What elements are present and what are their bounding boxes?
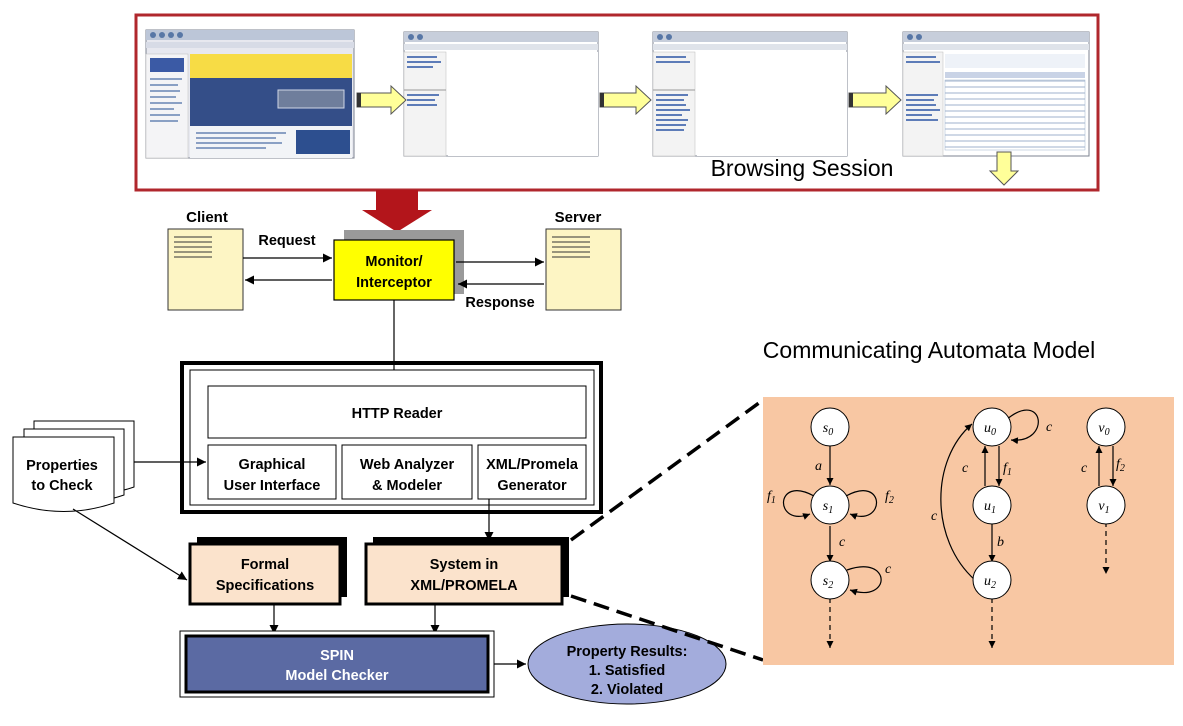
edge-label-c-s1s2: c	[839, 535, 846, 550]
http-reader-box	[207, 385, 587, 439]
state-s0	[810, 407, 850, 447]
state-u1-label: u1	[984, 499, 996, 516]
results-line2: 1. Satisfied	[589, 663, 666, 679]
red-down-arrow	[362, 190, 432, 232]
spin-line2: Model Checker	[285, 668, 388, 684]
client-computer-icon	[167, 228, 244, 311]
http-reader-label: HTTP Reader	[352, 406, 443, 422]
edge-label-f2-v: f2	[1116, 457, 1125, 474]
yellow-flow-arrows	[356, 84, 1020, 186]
client-label: Client	[186, 209, 228, 226]
state-u2	[972, 560, 1012, 600]
state-s1	[810, 485, 850, 525]
edge-label-f1-u: f1	[1003, 461, 1012, 478]
formal-specs-line1: Formal	[241, 557, 289, 573]
spin-model-checker-box: SPIN Model Checker	[179, 630, 495, 698]
yellow-arrow-2	[599, 84, 652, 116]
edge-label-a: a	[815, 459, 822, 474]
edge-label-c-v1v0: c	[1081, 461, 1088, 476]
gui-box	[207, 444, 337, 500]
spin-input-arrows	[269, 604, 440, 634]
results-line1: Property Results:	[567, 644, 688, 660]
system-xml-line2: XML/PROMELA	[410, 578, 518, 594]
callout-dashed-lines	[569, 398, 765, 662]
browsing-session: Browsing Session	[134, 13, 1100, 192]
edge-label-b: b	[997, 535, 1004, 550]
tool-framework-box: HTTP Reader Graphical User Interface Web…	[180, 361, 603, 514]
server-label: Server	[555, 209, 602, 226]
state-v1	[1086, 485, 1126, 525]
property-results-ellipse: Property Results: 1. Satisfied 2. Violat…	[527, 623, 727, 705]
response-label: Response	[465, 295, 534, 311]
formal-specs-line2: Specifications	[216, 578, 314, 594]
state-u2-label: u2	[984, 574, 996, 591]
request-response-arrows	[243, 253, 544, 380]
monitor-line2: Interceptor	[356, 275, 432, 291]
browser-screenshot-4	[902, 31, 1090, 157]
analyzer-line2: & Modeler	[372, 478, 442, 494]
system-xml-promela-box: System in XML/PROMELA	[364, 537, 569, 606]
state-s2	[810, 560, 850, 600]
properties-line1: Properties	[26, 458, 98, 474]
spin-line1: SPIN	[320, 648, 354, 664]
state-s0-label: s0	[823, 421, 833, 438]
state-v1-label: v1	[1098, 499, 1109, 516]
edge-label-c-u0loop: c	[1046, 420, 1053, 435]
analyzer-line1: Web Analyzer	[360, 457, 455, 473]
monitor-interceptor-box: Monitor/ Interceptor	[333, 230, 464, 301]
formal-specifications-box: Formal Specifications	[188, 537, 347, 606]
edge-label-c-s2loop: c	[885, 562, 892, 577]
yellow-arrow-down	[988, 151, 1020, 186]
edge-label-f1-left: f1	[767, 489, 776, 506]
automata-title: Communicating Automata Model	[763, 337, 1095, 363]
yellow-arrow-1	[356, 84, 407, 116]
browser-screenshot-1	[145, 29, 355, 159]
web-analyzer-box	[341, 444, 473, 500]
properties-document-stack: Properties to Check	[12, 420, 135, 512]
server-computer-icon	[545, 228, 622, 311]
state-s2-label: s2	[823, 574, 833, 591]
automata-model-panel: s0 s1 s2 u0 u1 u2 v0 v1 a f1 f2 c c c c …	[763, 397, 1174, 665]
browser-screenshot-3	[652, 31, 848, 157]
state-u0	[972, 407, 1012, 447]
state-s1-label: s1	[823, 499, 833, 516]
state-u1	[972, 485, 1012, 525]
browser-screenshot-2	[403, 31, 599, 157]
edge-label-f2-right: f2	[885, 489, 894, 506]
state-v0-label: v0	[1098, 421, 1109, 438]
results-line3: 2. Violated	[591, 682, 663, 698]
generator-line2: Generator	[497, 478, 567, 494]
edge-label-c-u2u0: c	[931, 509, 938, 524]
state-v0	[1086, 407, 1126, 447]
edge-label-c-u1u0: c	[962, 461, 969, 476]
gui-line2: User Interface	[224, 478, 321, 494]
system-xml-line1: System in	[430, 557, 499, 573]
browsing-session-title: Browsing Session	[711, 155, 894, 181]
property-flow-arrows	[72, 457, 494, 581]
xml-promela-generator-box	[477, 444, 587, 500]
yellow-arrow-3	[848, 84, 902, 116]
generator-line1: XML/Promela	[486, 457, 579, 473]
monitor-line1: Monitor/	[365, 254, 422, 270]
gui-line1: Graphical	[239, 457, 306, 473]
state-u0-label: u0	[984, 421, 996, 438]
properties-line2: to Check	[31, 478, 93, 494]
request-label: Request	[258, 233, 315, 249]
